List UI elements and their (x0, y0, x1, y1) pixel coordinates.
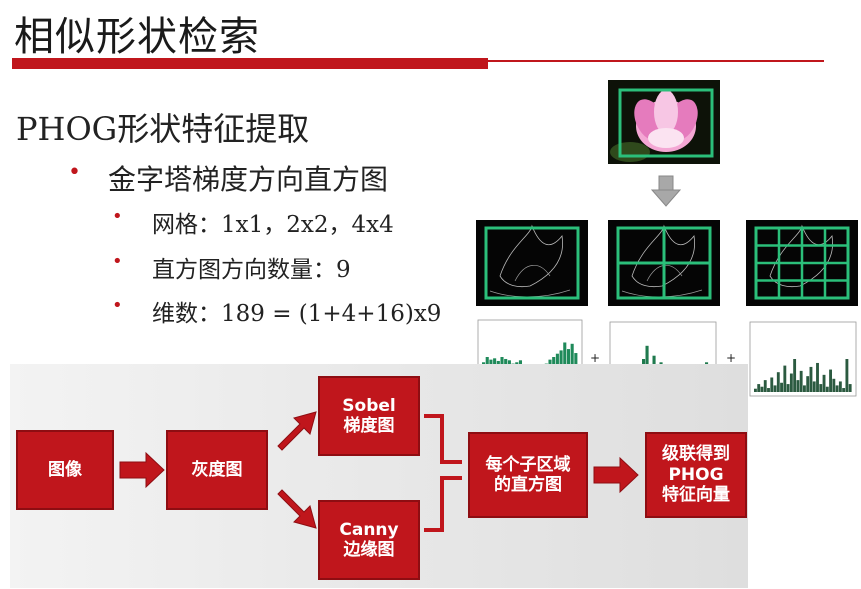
histogram-bar (767, 388, 770, 392)
histogram-level-2 (749, 321, 857, 397)
flow-box-label: 灰度图 (191, 459, 243, 480)
bullet-dot: • (112, 206, 123, 227)
arrow-right-icon (593, 456, 639, 494)
plus-sign: + (590, 351, 600, 365)
histogram-bar (829, 369, 832, 392)
histogram-bar (816, 362, 819, 392)
section-heading: PHOG形状特征提取 (16, 110, 310, 148)
histogram-bar (819, 384, 823, 392)
histogram-bar (780, 382, 783, 392)
arrow-right-icon (119, 451, 165, 489)
histogram-bar (835, 385, 839, 392)
bullet-text: 网格：1x1，2x2，4x4 (152, 212, 394, 238)
histogram-bar (793, 359, 797, 392)
flow-box-label: 每个子区域 的直方图 (485, 454, 571, 495)
histogram-bar (760, 386, 764, 392)
flow-box-grayscale: 灰度图 (166, 430, 268, 510)
histogram-bar (757, 384, 761, 392)
histogram-bar (763, 380, 767, 392)
histogram-bar (776, 372, 780, 392)
histogram-bar (838, 381, 842, 392)
histogram-bar (770, 377, 774, 392)
flow-box-phog-vector: 级联得到 PHOG 特征向量 (645, 432, 747, 518)
flow-box-canny: Canny 边缘图 (318, 500, 420, 580)
histogram-bars (754, 359, 852, 392)
edge-grid-4x4 (746, 220, 858, 306)
lotus-photo (608, 80, 720, 164)
bullet-dot: • (112, 251, 123, 272)
bullet-dot: • (68, 160, 81, 185)
arrow-up-right-icon (277, 411, 317, 451)
bullet-text: 直方图方向数量：9 (152, 257, 351, 283)
flow-box-sobel: Sobel 梯度图 (318, 376, 420, 456)
histogram-bar (832, 378, 836, 392)
histogram-bar (822, 374, 826, 392)
plus-sign: + (726, 351, 736, 365)
flow-box-label: 级联得到 PHOG 特征向量 (662, 444, 730, 506)
flow-box-label: Canny 边缘图 (339, 519, 399, 560)
flow-box-image: 图像 (16, 430, 114, 510)
histogram-bar (786, 384, 790, 392)
histogram-bar (809, 366, 813, 392)
histogram-bar (845, 359, 849, 392)
flow-box-subregion-histogram: 每个子区域 的直方图 (468, 432, 588, 518)
phog-illustration: + + (476, 80, 858, 397)
down-arrow-icon (650, 175, 682, 207)
histogram-bar (799, 370, 803, 392)
arrow-down-right-icon (277, 489, 317, 529)
histogram-bar (848, 384, 852, 392)
title-underline-bar (12, 58, 488, 69)
title-underline-line (488, 60, 824, 62)
flow-box-label: 图像 (48, 459, 82, 480)
flow-box-label: Sobel 梯度图 (342, 395, 396, 436)
histogram-bar (803, 385, 806, 392)
histogram-bar (825, 386, 829, 392)
histogram-bar (796, 380, 800, 392)
merge-bracket (424, 414, 462, 532)
histogram-bar (789, 373, 793, 392)
bullet-dot: • (112, 295, 123, 316)
edge-grid-1x1 (476, 220, 588, 306)
histogram-bar (783, 365, 787, 392)
histogram-bar (773, 385, 777, 392)
bullet-text: 维数：189 = (1+4+16)x9 (152, 301, 442, 327)
histogram-bar (754, 388, 757, 392)
edge-grid-2x2 (608, 220, 720, 306)
histogram-bar (842, 388, 846, 392)
bullet-text: 金字塔梯度方向直方图 (108, 163, 389, 196)
histogram-bar (806, 376, 810, 392)
page-title: 相似形状检索 (14, 14, 260, 60)
histogram-bar (812, 381, 816, 392)
